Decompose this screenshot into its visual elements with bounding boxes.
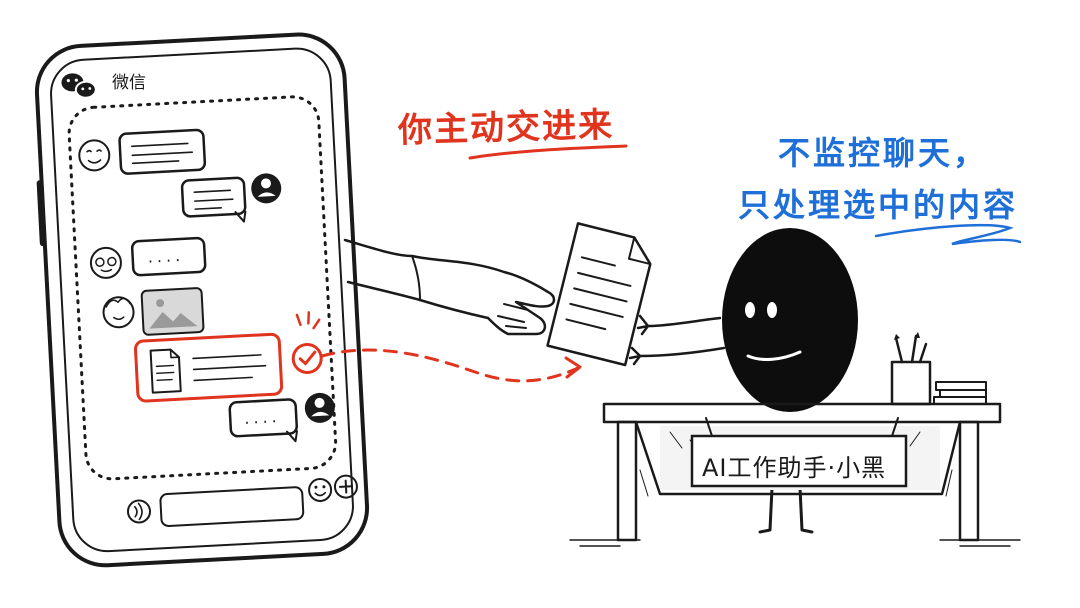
chat-selection-region — [67, 95, 338, 481]
handoff-caption: 你主动交进来 — [397, 105, 615, 151]
blue-underline — [874, 223, 1022, 246]
chat-message-right[interactable]: .... — [228, 392, 336, 444]
privacy-caption-line-2: 只处理选中的内容 — [738, 186, 1019, 224]
wechat-icon — [61, 73, 97, 99]
pencil-cup-icon — [890, 332, 932, 406]
voice-icon[interactable] — [126, 499, 151, 524]
message-input[interactable] — [159, 486, 305, 527]
chat-message-left[interactable] — [78, 128, 207, 176]
desk-name-sign — [690, 434, 908, 488]
avatar-curly-icon — [102, 296, 135, 329]
sun-icon — [156, 299, 165, 308]
file-icon — [149, 348, 182, 394]
chat-message-file-selected[interactable] — [133, 332, 284, 403]
chat-message-left[interactable]: .... — [89, 236, 207, 279]
assistant-character — [628, 228, 858, 534]
emphasis-marks-icon — [295, 311, 321, 330]
chat-message-right[interactable] — [180, 173, 283, 225]
character-smile — [746, 350, 802, 361]
ellipsis-text: .... — [147, 246, 184, 267]
desk-sign-text: AI工作助手·小黑 — [702, 454, 887, 482]
mountain-icon — [149, 311, 198, 329]
dashed-arrow — [320, 348, 582, 383]
character-body — [722, 228, 858, 412]
privacy-caption-line-1: 不监控聊天， — [778, 134, 989, 172]
book-stack-icon — [933, 381, 987, 405]
emoji-icon[interactable] — [308, 477, 333, 502]
phone-screen — [50, 47, 354, 553]
phone: .... — [34, 32, 370, 568]
avatar-glasses-icon — [89, 246, 122, 279]
character-eye — [745, 302, 755, 318]
check-circle-icon[interactable] — [291, 311, 323, 374]
input-bar — [126, 474, 358, 527]
plus-icon[interactable] — [333, 474, 358, 499]
phone-side-button — [36, 180, 46, 247]
ellipsis-text: .... — [244, 407, 281, 428]
phone-body — [34, 32, 370, 568]
character-eye — [767, 302, 777, 318]
avatar-smile-icon — [78, 139, 111, 172]
chat-message-left[interactable] — [102, 287, 205, 337]
hand — [343, 238, 556, 336]
document-icon[interactable] — [546, 222, 656, 367]
desk — [569, 402, 1021, 547]
red-underline — [468, 144, 628, 160]
app-title: 微信 — [112, 73, 146, 93]
